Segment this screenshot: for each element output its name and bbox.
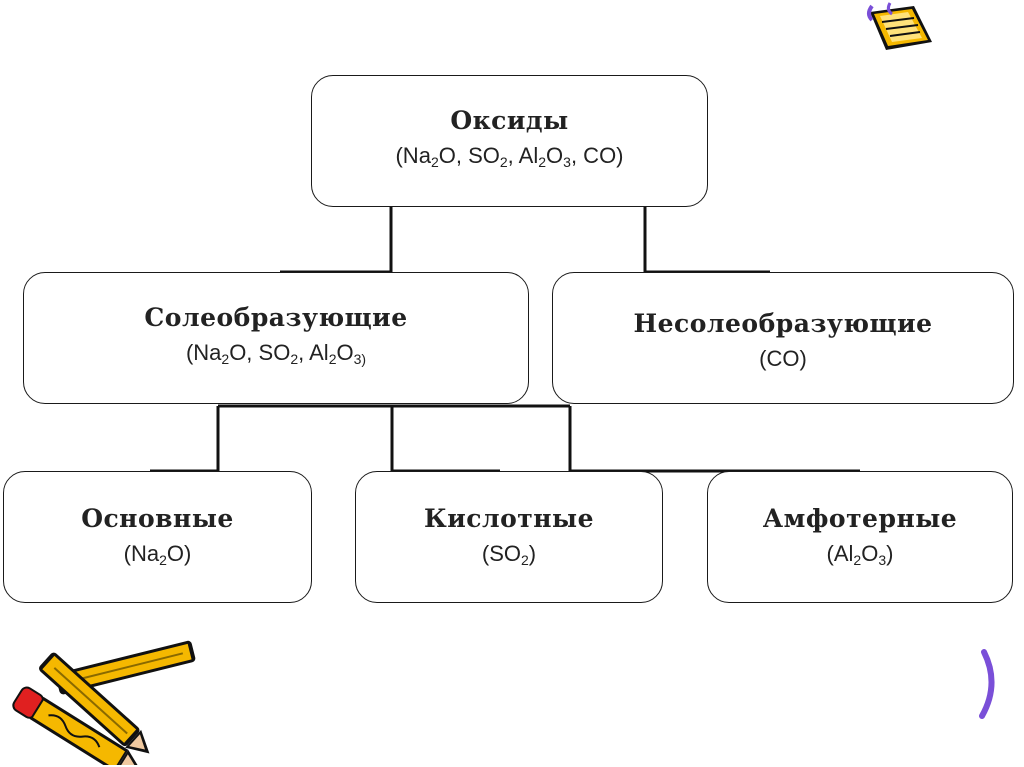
formula-amphoteric: (Al2O3) (826, 541, 894, 568)
box-salt-forming: Солеобразующие (Na2O, SO2, Al2O3) (23, 272, 529, 404)
subscript: 2 (430, 154, 439, 170)
formula-non-salt-forming: (CO) (759, 346, 807, 371)
subscript: 2 (853, 552, 862, 568)
subscript: 2 (221, 351, 230, 367)
subscript: 2 (159, 552, 167, 568)
box-non-salt-forming: Несолеобразующие (CO) (552, 272, 1014, 404)
title-acidic: Кислотные (423, 504, 595, 533)
pencil-icon (12, 640, 196, 765)
notebook-icon (867, 2, 932, 50)
box-amphoteric: Амфотерные (Al2O3) (707, 471, 1013, 603)
box-basic: Основные (Na2O) (3, 471, 312, 603)
formula-salt-forming: (Na2O, SO2, Al2O3) (185, 340, 367, 367)
title-non-salt-forming: Несолеобразующие (633, 309, 933, 338)
bracket-icon (979, 649, 995, 719)
title-basic: Основные (81, 504, 234, 533)
subscript: 2 (538, 154, 547, 170)
subscript: 3) (353, 351, 367, 367)
subscript: 2 (328, 351, 337, 367)
box-oxides: Оксиды (Na2O, SO2, Al2O3, CO) (311, 75, 708, 207)
formula-oxides: (Na2O, SO2, Al2O3, CO) (395, 143, 624, 170)
formula-acidic: (SO2) (481, 541, 537, 568)
subscript: 2 (521, 552, 529, 568)
box-acidic: Кислотные (SO2) (355, 471, 663, 603)
subscript: 3 (878, 552, 887, 568)
subscript: 2 (499, 154, 508, 170)
subscript: 2 (290, 351, 299, 367)
title-salt-forming: Солеобразующие (144, 303, 408, 332)
title-amphoteric: Амфотерные (762, 504, 958, 533)
subscript: 3 (563, 154, 571, 170)
formula-basic: (Na2O) (123, 541, 192, 568)
title-oxides: Оксиды (450, 106, 569, 135)
